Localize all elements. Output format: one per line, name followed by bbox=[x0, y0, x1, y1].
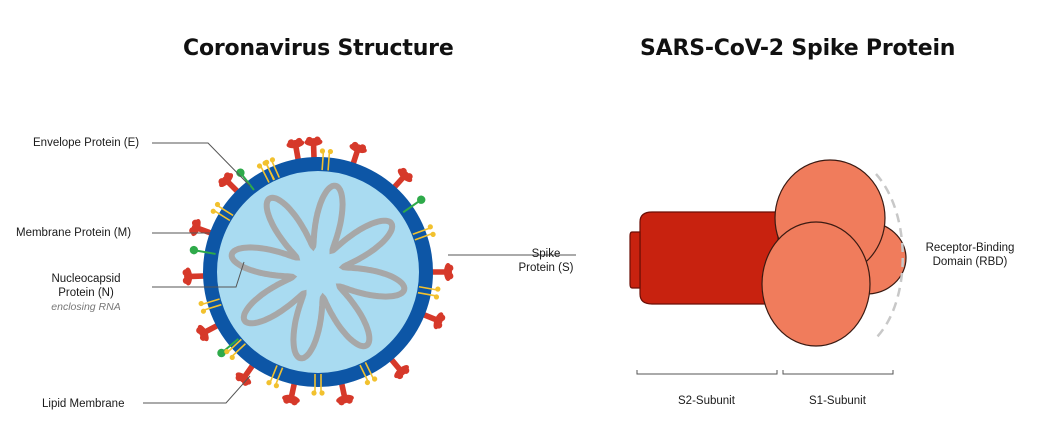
membrane-protein bbox=[319, 148, 334, 171]
envelope-protein bbox=[189, 245, 216, 255]
label-spike-line2: Protein (S) bbox=[518, 262, 574, 274]
title-spike-protein: SARS-CoV-2 Spike Protein bbox=[640, 36, 956, 61]
leader-lines-left bbox=[143, 142, 576, 404]
spike-protein-diagram bbox=[629, 159, 907, 347]
bracket-s2 bbox=[636, 370, 778, 375]
label-s1-subunit: S1-Subunit bbox=[809, 395, 866, 407]
label-membrane-protein: Membrane Protein (M) bbox=[16, 227, 132, 239]
label-envelope-protein: Envelope Protein (E) bbox=[33, 137, 140, 149]
rbd-dashed-outline bbox=[873, 173, 904, 341]
s1-lower-lobe bbox=[761, 221, 871, 347]
coronavirus-particle bbox=[182, 136, 454, 406]
label-nucleocapsid: Nucleocapsid Protein (N) enclosing RNA bbox=[36, 272, 136, 314]
lipid-membrane bbox=[203, 157, 433, 387]
membrane-protein bbox=[210, 201, 234, 222]
leader-lipid bbox=[143, 375, 251, 404]
membrane-protein bbox=[256, 159, 276, 183]
envelope-protein bbox=[402, 195, 426, 214]
leader-nucleocapsid bbox=[152, 261, 245, 288]
label-nucleocapsid-sub: enclosing RNA bbox=[51, 301, 121, 313]
label-rbd-line2: Domain (RBD) bbox=[932, 256, 1008, 268]
title-coronavirus-structure: Coronavirus Structure bbox=[183, 36, 454, 61]
membrane-protein bbox=[417, 285, 441, 300]
label-nucleocapsid-line2: Protein (N) bbox=[58, 287, 114, 299]
subunit-brackets bbox=[636, 370, 894, 375]
label-rbd-line1: Receptor-Binding bbox=[925, 242, 1015, 254]
s2-subunit-body bbox=[639, 211, 779, 305]
label-lipid-membrane: Lipid Membrane bbox=[42, 398, 125, 410]
membrane-protein bbox=[412, 224, 436, 241]
label-spike-line1: Spike bbox=[531, 248, 561, 260]
membrane-protein bbox=[224, 338, 246, 361]
membrane-proteins bbox=[189, 148, 441, 396]
label-nucleocapsid-line1: Nucleocapsid bbox=[51, 273, 121, 285]
nucleocapsid-rna bbox=[228, 182, 408, 362]
leader-envelope bbox=[152, 142, 251, 187]
bracket-s1 bbox=[782, 370, 894, 375]
label-s2-subunit: S2-Subunit bbox=[678, 395, 735, 407]
envelope-protein bbox=[236, 168, 255, 191]
s2-subunit-cap bbox=[629, 231, 641, 289]
membrane-protein bbox=[198, 298, 222, 314]
membrane-protein bbox=[359, 362, 378, 386]
membrane-protein bbox=[266, 365, 284, 389]
label-spike-protein: Spike Protein (S) bbox=[506, 247, 586, 275]
membrane-protein bbox=[311, 374, 325, 396]
label-rbd: Receptor-Binding Domain (RBD) bbox=[910, 241, 1030, 269]
